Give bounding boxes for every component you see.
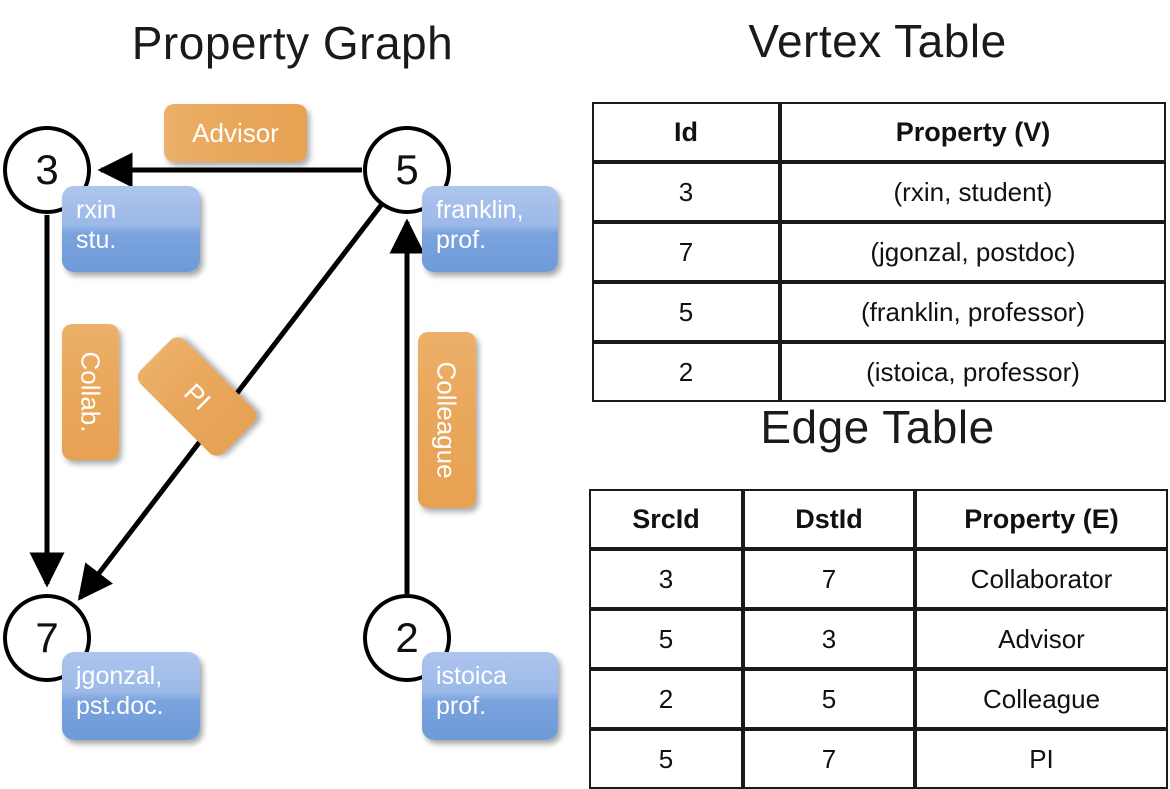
page-title-edge-table: Edge Table [760,401,995,453]
edge-cell-dstid: 5 [743,669,915,729]
edge-cell-srcid: 5 [589,729,743,789]
edge-cell-srcid: 3 [589,549,743,609]
vertex-property-box-7[interactable]: jgonzal, pst.doc. [62,652,200,740]
edge-header-property: Property (E) [915,489,1168,549]
edge-cell-dstid: 3 [743,609,915,669]
vertex-property-box-2[interactable]: istoica prof. [422,652,558,740]
graph-node-5[interactable]: 5 [363,126,451,214]
vertex-property-line-1: jgonzal, [76,662,163,690]
graph-node-2[interactable]: 2 [363,594,451,682]
vertex-property-box-5[interactable]: franklin, prof. [422,186,558,272]
table-row[interactable]: 5 3 Advisor [589,609,1168,669]
edge-label-advisor[interactable]: Advisor [164,104,307,162]
edge-cell-property: Collaborator [915,549,1168,609]
table-row[interactable]: 7 (jgonzal, postdoc) [592,222,1166,282]
edge-cell-dstid: 7 [743,549,915,609]
node-id-label: 7 [35,614,59,661]
table-row[interactable]: 5 (franklin, professor) [592,282,1166,342]
vertex-cell-property: (rxin, student) [780,162,1166,222]
node-id-label: 3 [35,146,59,193]
page-title-vertex-table: Vertex Table [748,15,1007,67]
vertex-table: Id Property (V) 3 (rxin, student) 7 (jgo… [592,102,1166,402]
edge-header-dstid: DstId [743,489,915,549]
edge-cell-property: PI [915,729,1168,789]
edge-label-collab[interactable]: Collab. [62,324,119,460]
edge-label-text: PI [177,377,217,416]
vertex-property-line-1: istoica [436,662,507,690]
edge-label-text: Colleague [432,361,462,479]
vertex-property-box-3[interactable]: rxin stu. [62,186,200,272]
table-header-row: SrcId DstId Property (E) [589,489,1168,549]
vertex-cell-id: 7 [592,222,780,282]
table-row[interactable]: 2 5 Colleague [589,669,1168,729]
edge-cell-dstid: 7 [743,729,915,789]
vertex-property-line-2: prof. [436,691,487,720]
table-row[interactable]: 5 7 PI [589,729,1168,789]
vertex-cell-id: 2 [592,342,780,402]
edge-label-colleague[interactable]: Colleague [418,332,476,508]
vertex-cell-id: 3 [592,162,780,222]
table-header-row: Id Property (V) [592,102,1166,162]
edge-header-srcid: SrcId [589,489,743,549]
vertex-property-line-2: pst.doc. [76,691,164,720]
node-id-label: 5 [395,146,419,193]
vertex-cell-property: (istoica, professor) [780,342,1166,402]
node-id-label: 2 [395,614,419,661]
vertex-property-line-2: prof. [436,225,487,254]
vertex-property-line-2: stu. [76,225,117,254]
vertex-cell-property: (jgonzal, postdoc) [780,222,1166,282]
vertex-property-line-1: franklin, [436,196,524,224]
edge-table: SrcId DstId Property (E) 3 7 Collaborato… [589,489,1168,789]
edge-cell-srcid: 5 [589,609,743,669]
page-title-property-graph: Property Graph [131,17,454,69]
edge-cell-srcid: 2 [589,669,743,729]
table-row[interactable]: 3 (rxin, student) [592,162,1166,222]
vertex-cell-id: 5 [592,282,780,342]
edge-label-text: Collab. [75,351,106,433]
table-row[interactable]: 2 (istoica, professor) [592,342,1166,402]
vertex-cell-property: (franklin, professor) [780,282,1166,342]
edge-label-text: Advisor [192,118,279,148]
vertex-header-property: Property (V) [780,102,1166,162]
edge-cell-property: Colleague [915,669,1168,729]
vertex-header-id: Id [592,102,780,162]
property-graph-panel: Property Graph 3 5 7 2 [0,0,585,760]
table-row[interactable]: 3 7 Collaborator [589,549,1168,609]
edge-cell-property: Advisor [915,609,1168,669]
vertex-property-line-1: rxin [76,196,117,224]
